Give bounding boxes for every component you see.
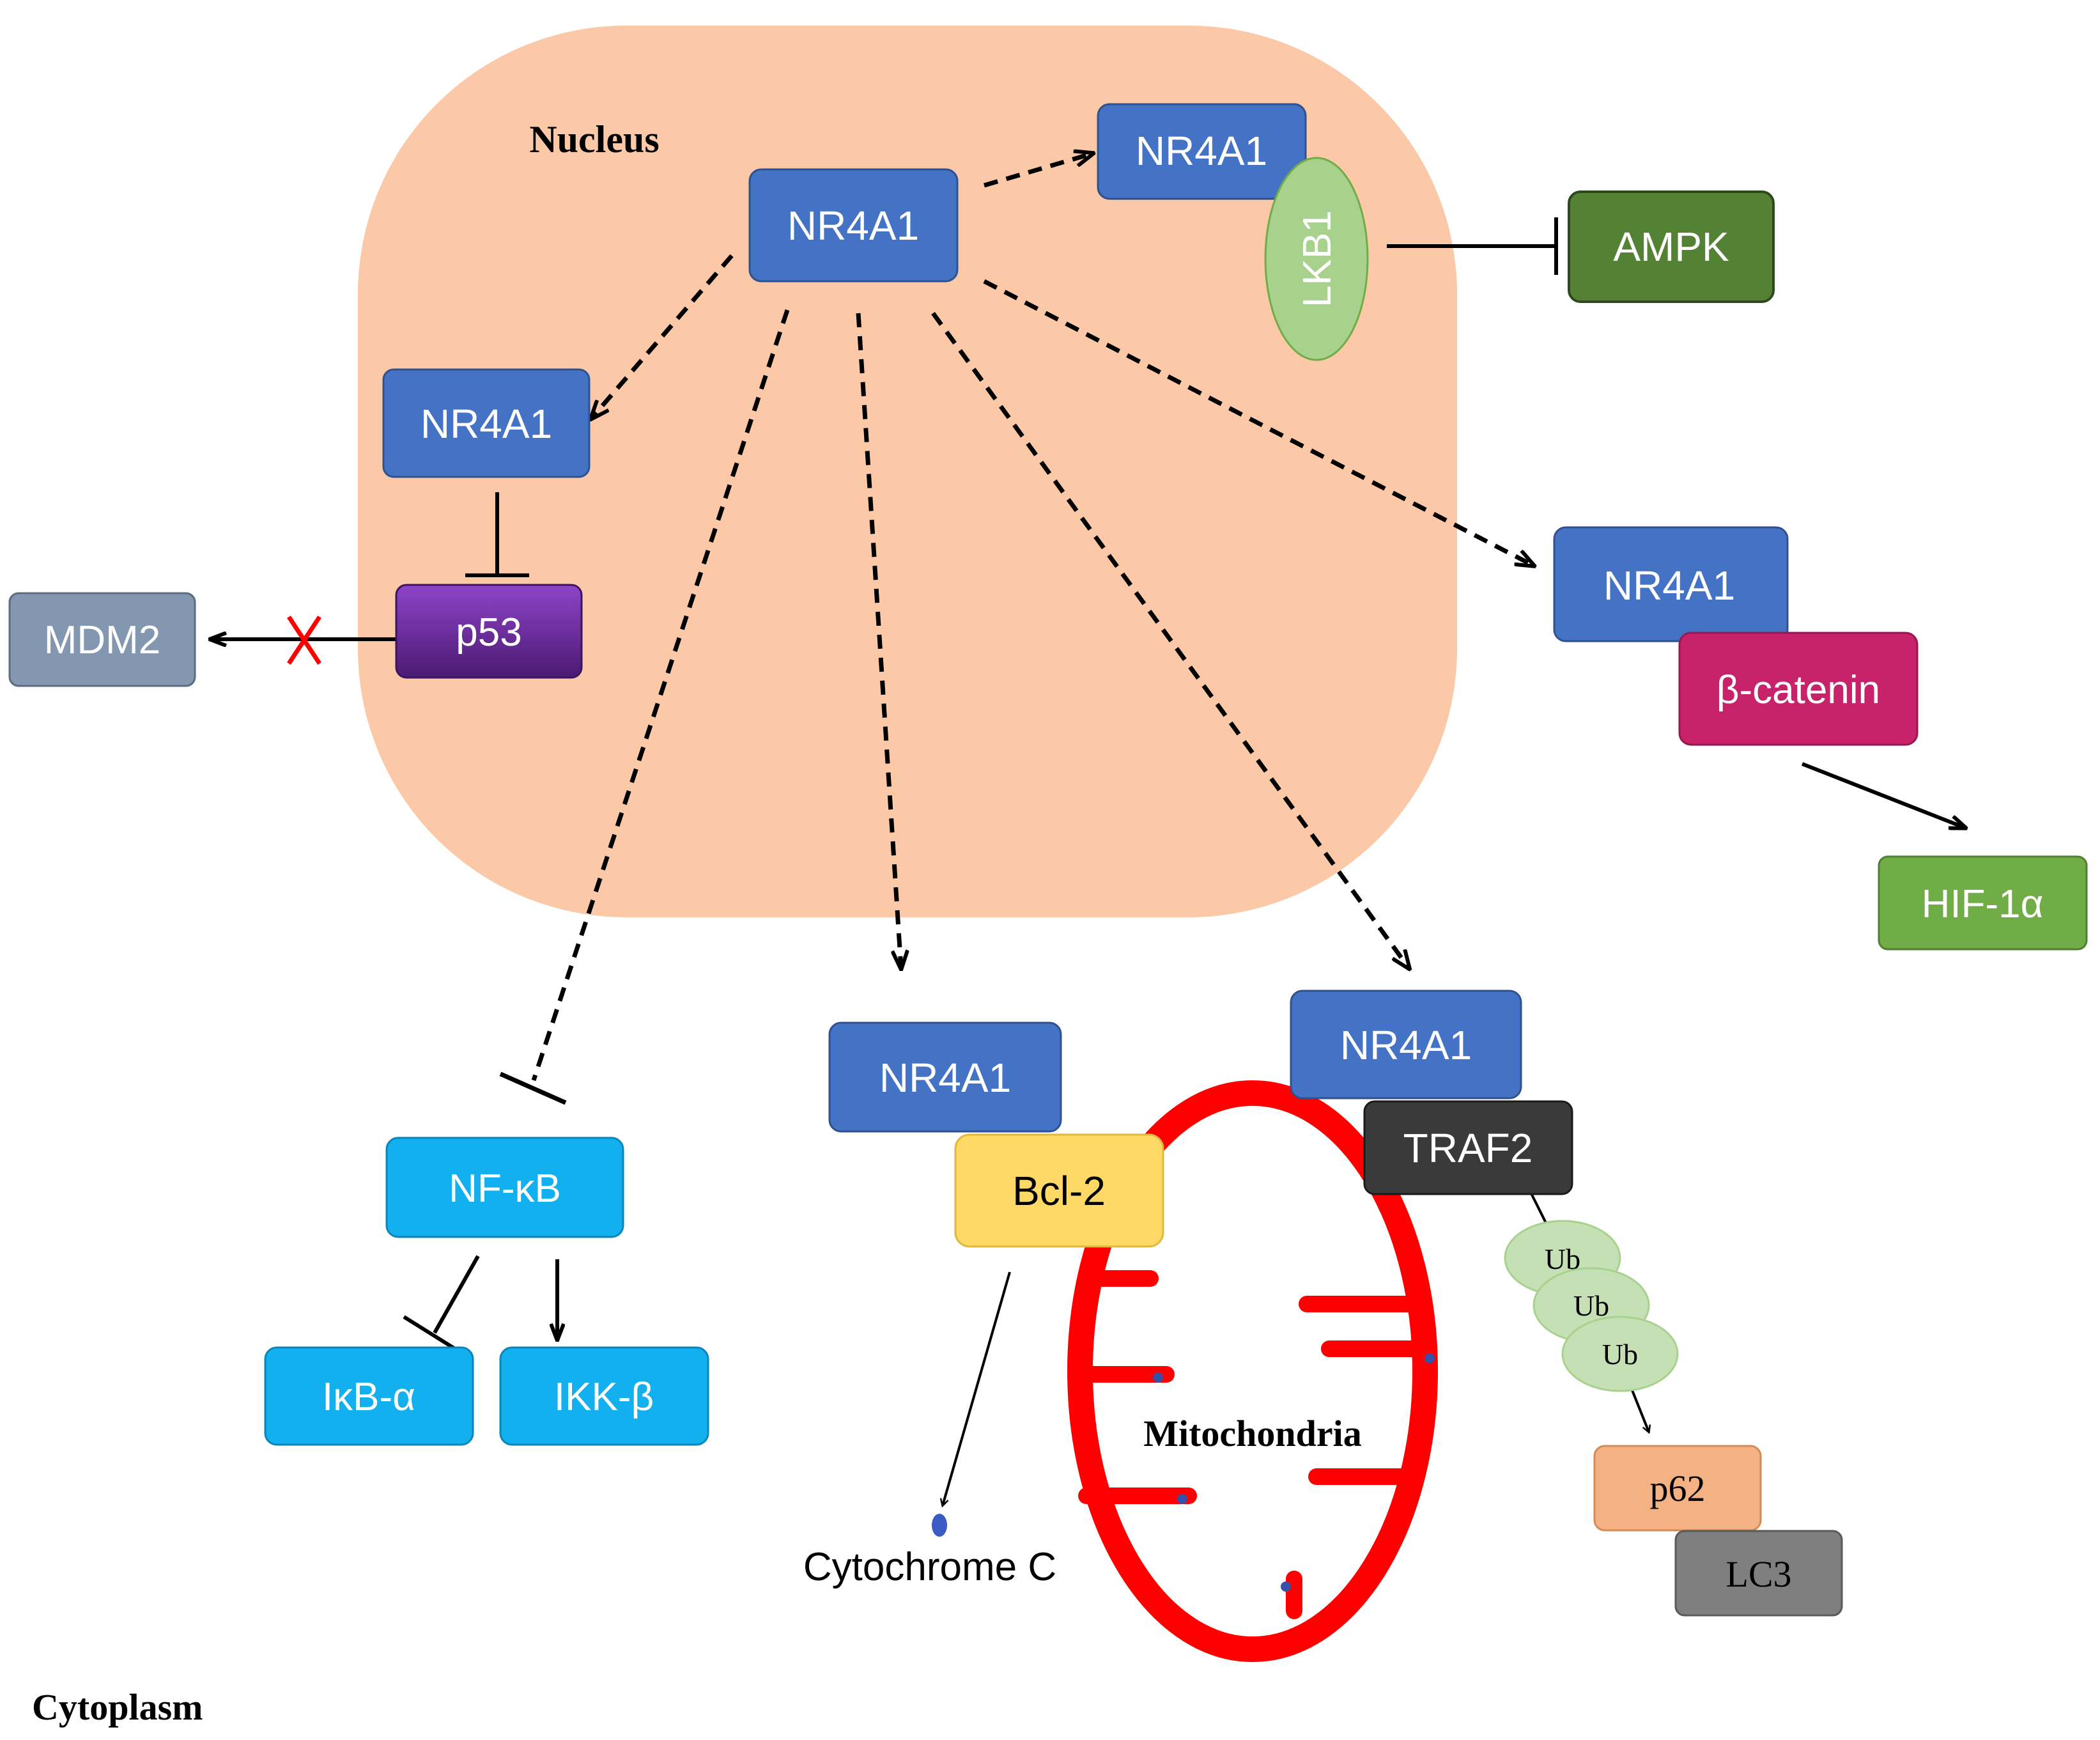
node-traf2 xyxy=(1363,1100,1573,1195)
edge-traf2-to-ub xyxy=(1529,1192,1548,1225)
edge-nfkb-inhibit-ikba xyxy=(433,1255,480,1334)
node-ikba-label: IκB-α xyxy=(322,1375,415,1419)
node-hif1a xyxy=(1878,855,2088,951)
dashed-edges xyxy=(531,153,1534,1082)
node-p62-label: p62 xyxy=(1650,1468,1706,1509)
node-nr4a1-center-label: NR4A1 xyxy=(787,203,919,249)
edge-inhibit-nfkb xyxy=(531,309,790,1082)
node-hif1a-label: HIF-1α xyxy=(1922,882,2044,926)
node-mdm2-label: MDM2 xyxy=(44,618,161,662)
node-p53-label: p53 xyxy=(456,610,521,655)
mitochondria-organelle xyxy=(1067,1080,1438,1662)
node-nr4a1-bcl2-label: NR4A1 xyxy=(879,1055,1011,1101)
edge-bcatenin-to-hif1a xyxy=(1801,762,1965,828)
edge-to-nr4a1-bcatenin xyxy=(983,279,1534,566)
node-p53 xyxy=(395,584,583,679)
edge-to-nr4a1-lkb1 xyxy=(984,153,1093,188)
solid-edges xyxy=(211,217,1965,1351)
node-ampk-label: AMPK xyxy=(1613,224,1729,270)
node-beta-catenin xyxy=(1678,632,1919,746)
node-mdm2 xyxy=(8,592,196,687)
node-bcl2 xyxy=(954,1133,1164,1248)
node-nr4a1-traf2-label: NR4A1 xyxy=(1340,1022,1472,1068)
node-nr4a1-lkb1-label: NR4A1 xyxy=(1136,128,1267,174)
node-nr4a1-center xyxy=(748,168,959,283)
nucleus-region xyxy=(358,26,1457,917)
node-ub-3 xyxy=(1561,1316,1679,1392)
node-lc3-label: LC3 xyxy=(1726,1553,1791,1595)
nucleus-label: Nucleus xyxy=(529,118,659,160)
edge-bcl2-to-cytochrome-c xyxy=(943,1271,1011,1505)
cytoplasm-label: Cytoplasm xyxy=(32,1686,203,1728)
node-lkb1-label: LKB1 xyxy=(1295,210,1340,307)
node-nr4a1-traf2 xyxy=(1290,990,1522,1099)
node-nr4a1-lkb1 xyxy=(1097,103,1307,200)
edge-to-nr4a1-p53 xyxy=(591,254,734,419)
node-nfkb-label: NF-κB xyxy=(449,1167,561,1211)
inhibit-bar-nfkb xyxy=(499,1071,567,1105)
mitochondria-label: Mitochondria xyxy=(1143,1413,1362,1454)
node-nr4a1-bcl2 xyxy=(828,1021,1062,1133)
node-cytochrome-c-label: Cytochrome C xyxy=(803,1545,1056,1589)
edge-to-nr4a1-traf2 xyxy=(931,311,1409,968)
node-traf2-label: TRAF2 xyxy=(1403,1125,1533,1171)
node-nfkb xyxy=(385,1137,624,1238)
node-bcl2-label: Bcl-2 xyxy=(1012,1168,1106,1214)
node-ub-3-label: Ub xyxy=(1602,1338,1638,1371)
cytochrome-c-dot xyxy=(932,1514,947,1537)
node-ub-2-label: Ub xyxy=(1573,1289,1609,1322)
inhibit-bar-ikba xyxy=(403,1315,456,1351)
edge-ub-to-p62 xyxy=(1628,1383,1649,1432)
node-nr4a1-bcatenin-label: NR4A1 xyxy=(1603,563,1735,609)
edge-to-nr4a1-bcl2 xyxy=(856,313,901,968)
node-lc3 xyxy=(1674,1530,1843,1617)
node-ikkb xyxy=(499,1346,709,1446)
node-nr4a1-p53-label: NR4A1 xyxy=(421,401,552,447)
node-nr4a1-bcatenin xyxy=(1553,526,1789,642)
node-nr4a1-p53 xyxy=(382,368,591,478)
blocked-x-mark xyxy=(287,616,321,665)
node-beta-catenin-label: β-catenin xyxy=(1717,668,1880,712)
node-ampk xyxy=(1568,190,1775,303)
node-p62 xyxy=(1593,1445,1762,1532)
node-ikkb-label: IKK-β xyxy=(554,1375,654,1419)
node-ikba xyxy=(264,1346,474,1446)
node-lkb1 xyxy=(1264,157,1369,361)
